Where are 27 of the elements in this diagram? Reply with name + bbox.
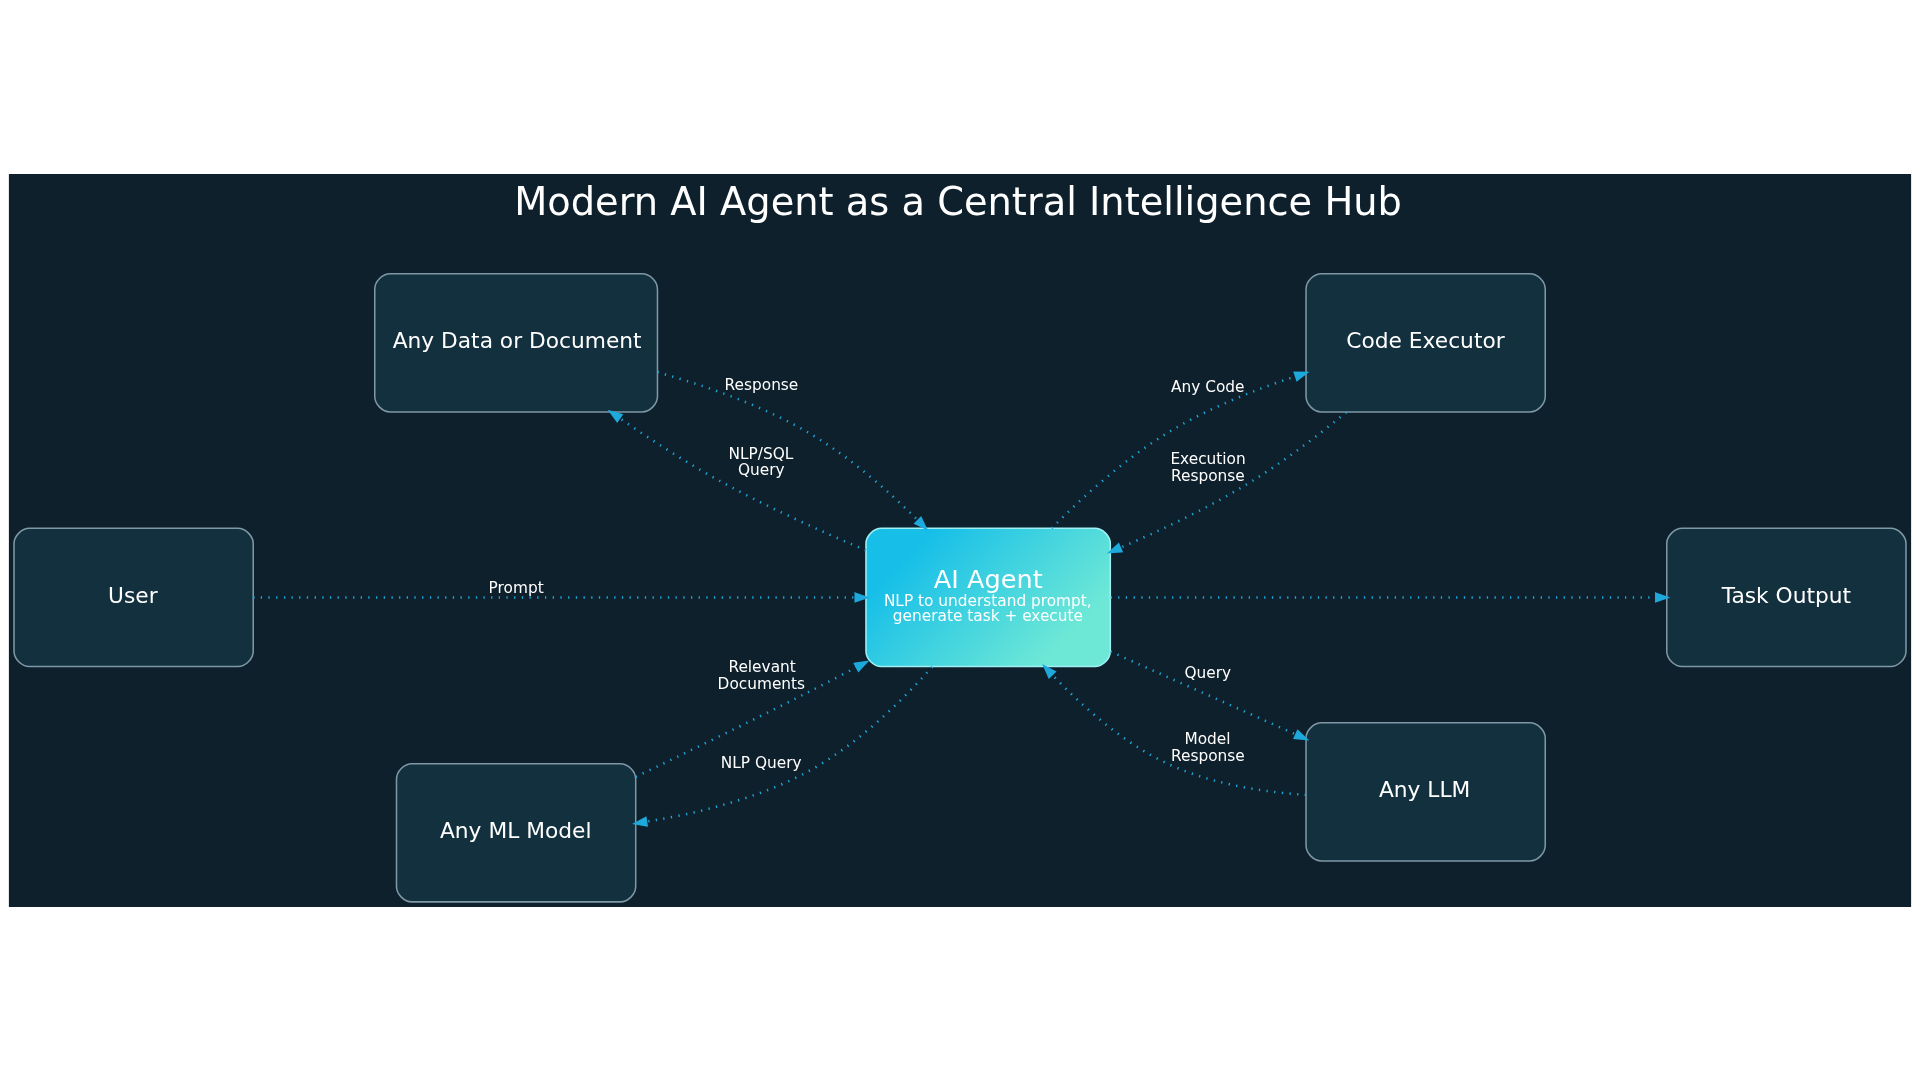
edge-label: Response bbox=[724, 375, 799, 394]
node-box: Task Output bbox=[1666, 527, 1907, 667]
node-box: User bbox=[13, 527, 254, 667]
edge-label: Query bbox=[1184, 663, 1232, 682]
arrow bbox=[1106, 410, 1348, 553]
arrow bbox=[635, 660, 870, 778]
edge-label: NLP/SQL Query bbox=[728, 444, 794, 479]
node-box: Code Executor bbox=[1305, 272, 1546, 413]
arrow bbox=[657, 370, 929, 531]
edge-label: Model Response bbox=[1171, 729, 1245, 765]
node-box: Any ML Model bbox=[395, 762, 637, 903]
arrow bbox=[1042, 663, 1306, 796]
edge-label: NLP Query bbox=[720, 753, 802, 772]
edge-label: Any Code bbox=[1171, 377, 1245, 396]
diagram-title: Modern AI Agent as a Central Intelligence Hub bbox=[514, 178, 1402, 224]
arrow bbox=[253, 591, 870, 603]
edge-label: Prompt bbox=[488, 578, 544, 597]
edge-label: Execution Response bbox=[1170, 449, 1246, 484]
node-box: AI Agent NLP to understand prompt, generate task + execute bbox=[865, 527, 1112, 667]
arrow bbox=[1110, 591, 1671, 603]
node-box: Any LLM bbox=[1305, 721, 1546, 862]
node-box: Any Data or Document bbox=[374, 272, 659, 413]
arrow bbox=[1110, 649, 1310, 740]
arrow bbox=[1050, 370, 1310, 529]
edge-label: Relevant Documents bbox=[717, 657, 806, 693]
arrow bbox=[632, 665, 934, 827]
arrow bbox=[607, 409, 867, 551]
